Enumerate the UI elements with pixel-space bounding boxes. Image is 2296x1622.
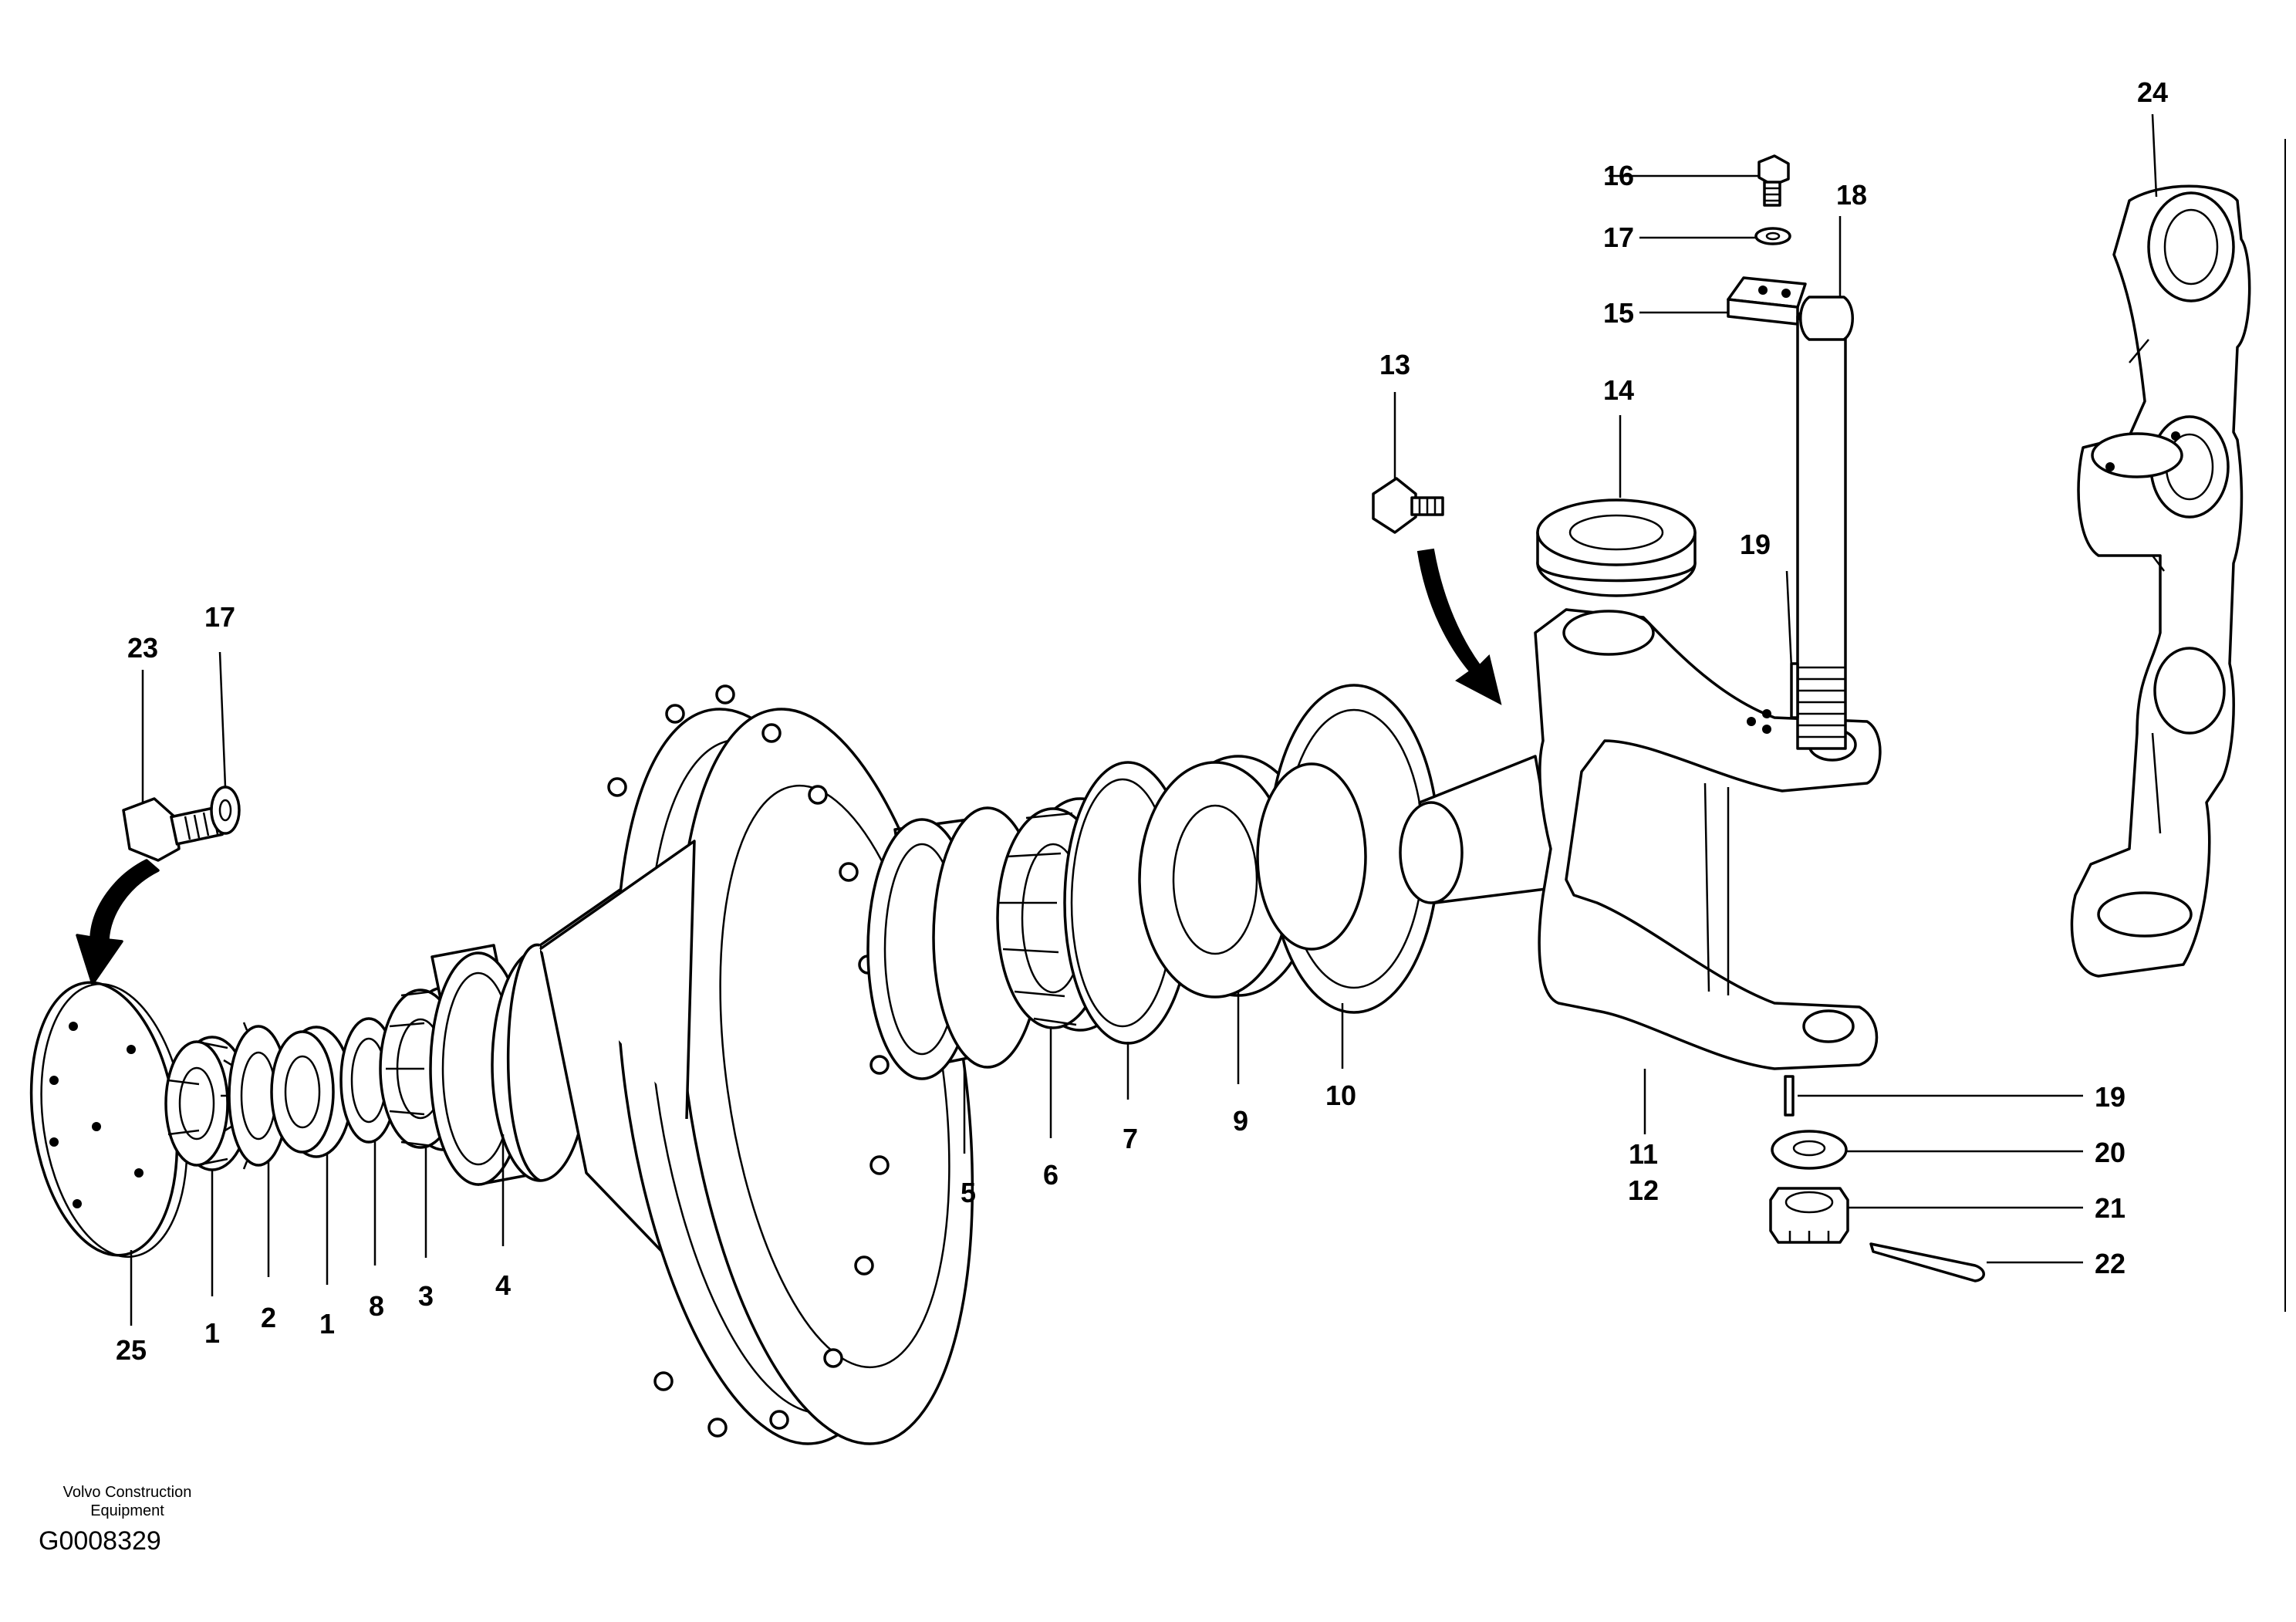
callout-10: 10 [1325, 1080, 1356, 1111]
assembly-arrow-left [76, 859, 160, 985]
drawing-id: G0008329 [39, 1526, 161, 1556]
part-17-washer-left [210, 786, 241, 835]
part-18-kingpin [1796, 296, 1854, 750]
callout-2: 2 [261, 1302, 276, 1333]
part-1-nut-inner [270, 1026, 353, 1158]
callout-19-top: 19 [1740, 529, 1771, 560]
wheel-hub [506, 684, 974, 1445]
assembly-arrow-right [1416, 548, 1502, 705]
callout-25: 25 [116, 1334, 147, 1366]
callout-5: 5 [961, 1177, 976, 1208]
part-5-bearing-cup [866, 806, 1043, 1080]
callout-9: 9 [1233, 1105, 1248, 1137]
callout-21: 21 [2095, 1192, 2125, 1224]
callout-numbers: 1 2 1 8 3 4 5 6 7 9 10 11 12 13 14 15 16… [116, 76, 2168, 1366]
part-15-lock-plate [1727, 276, 1807, 326]
callout-11: 11 [1629, 1138, 1658, 1170]
company-name: Volvo Construction Equipment [62, 1484, 192, 1519]
part-21-castle-nut [1769, 1187, 1849, 1244]
part-19-pin-bottom [1784, 1075, 1795, 1117]
callout-15: 15 [1603, 297, 1634, 329]
callout-8: 8 [369, 1290, 384, 1322]
part-10-dust-shield [1256, 684, 1440, 1014]
callout-24: 24 [2137, 76, 2168, 108]
callout-3: 3 [418, 1280, 434, 1312]
part-23-bolt [122, 797, 224, 862]
part-20-washer [1771, 1130, 1848, 1170]
part-17-washer-top [1754, 227, 1791, 245]
callout-4: 4 [495, 1269, 511, 1301]
callout-19-right: 19 [2095, 1081, 2125, 1113]
callout-22: 22 [2095, 1248, 2125, 1279]
callout-6: 6 [1043, 1159, 1059, 1191]
part-14-bush [1536, 498, 1697, 597]
part-22-cotter-pin [1869, 1242, 1985, 1282]
callout-17-top: 17 [1603, 221, 1634, 253]
callout-16: 16 [1603, 160, 1634, 191]
callout-7: 7 [1123, 1123, 1138, 1154]
part-19-pin-top [1790, 662, 1799, 719]
callout-1b: 1 [319, 1308, 335, 1340]
part-13-grease-nipple [1372, 477, 1444, 534]
callout-23: 23 [127, 632, 158, 664]
callout-20: 20 [2095, 1137, 2125, 1168]
callout-17-left: 17 [204, 601, 235, 633]
part-24-axle-beam [2070, 184, 2251, 978]
leader-lines [130, 113, 2158, 1326]
callout-18: 18 [1836, 179, 1867, 211]
callout-12: 12 [1628, 1174, 1659, 1206]
callout-13: 13 [1379, 349, 1410, 380]
callout-1a: 1 [204, 1317, 220, 1349]
callout-14: 14 [1603, 374, 1634, 406]
part-16-bolt [1757, 154, 1790, 207]
